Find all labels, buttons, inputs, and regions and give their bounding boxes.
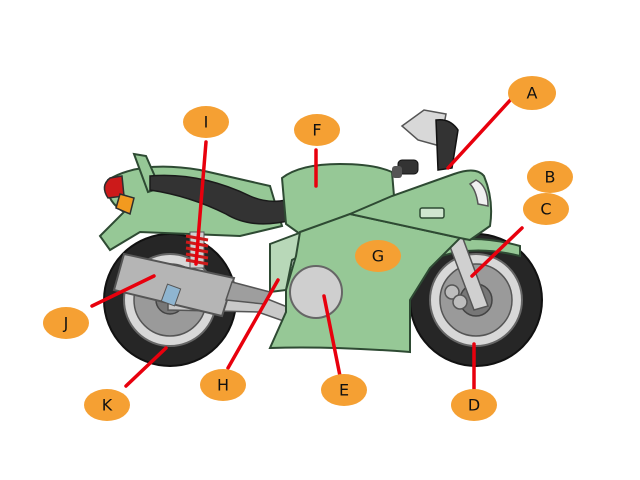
svg-text:D: D (468, 396, 480, 415)
engine-cover (289, 265, 343, 319)
leader-line-k (124, 346, 168, 388)
leader-line-i (194, 140, 208, 266)
label-h: H (200, 369, 246, 401)
svg-text:K: K (102, 396, 113, 415)
upper-fairing (346, 169, 493, 242)
label-g: G (355, 240, 401, 272)
label-c: C (523, 193, 569, 225)
leader-line-h (226, 278, 280, 370)
leader-line-e (322, 294, 342, 378)
headlight (468, 179, 489, 207)
label-d: D (451, 389, 497, 421)
label-a: A (508, 76, 556, 110)
svg-text:F: F (312, 121, 321, 140)
label-i: I (183, 106, 229, 138)
svg-text:J: J (63, 314, 69, 333)
leader-line-c (470, 226, 524, 278)
label-k: K (84, 389, 130, 421)
svg-text:C: C (540, 200, 551, 219)
leader-lines (90, 94, 524, 394)
svg-text:A: A (527, 84, 538, 103)
label-e: E (321, 374, 367, 406)
svg-text:H: H (217, 376, 229, 395)
svg-text:E: E (339, 381, 349, 400)
svg-text:I: I (204, 113, 209, 132)
label-b: B (527, 161, 573, 193)
leader-line-a (446, 94, 516, 170)
label-j: J (43, 307, 89, 339)
rear-indicator (115, 193, 135, 216)
svg-text:B: B (545, 168, 556, 187)
label-f: F (294, 114, 340, 146)
fuel-tank (280, 162, 396, 236)
fairing-vent (419, 207, 445, 219)
leader-line-j (90, 274, 156, 308)
svg-text:G: G (372, 247, 384, 266)
